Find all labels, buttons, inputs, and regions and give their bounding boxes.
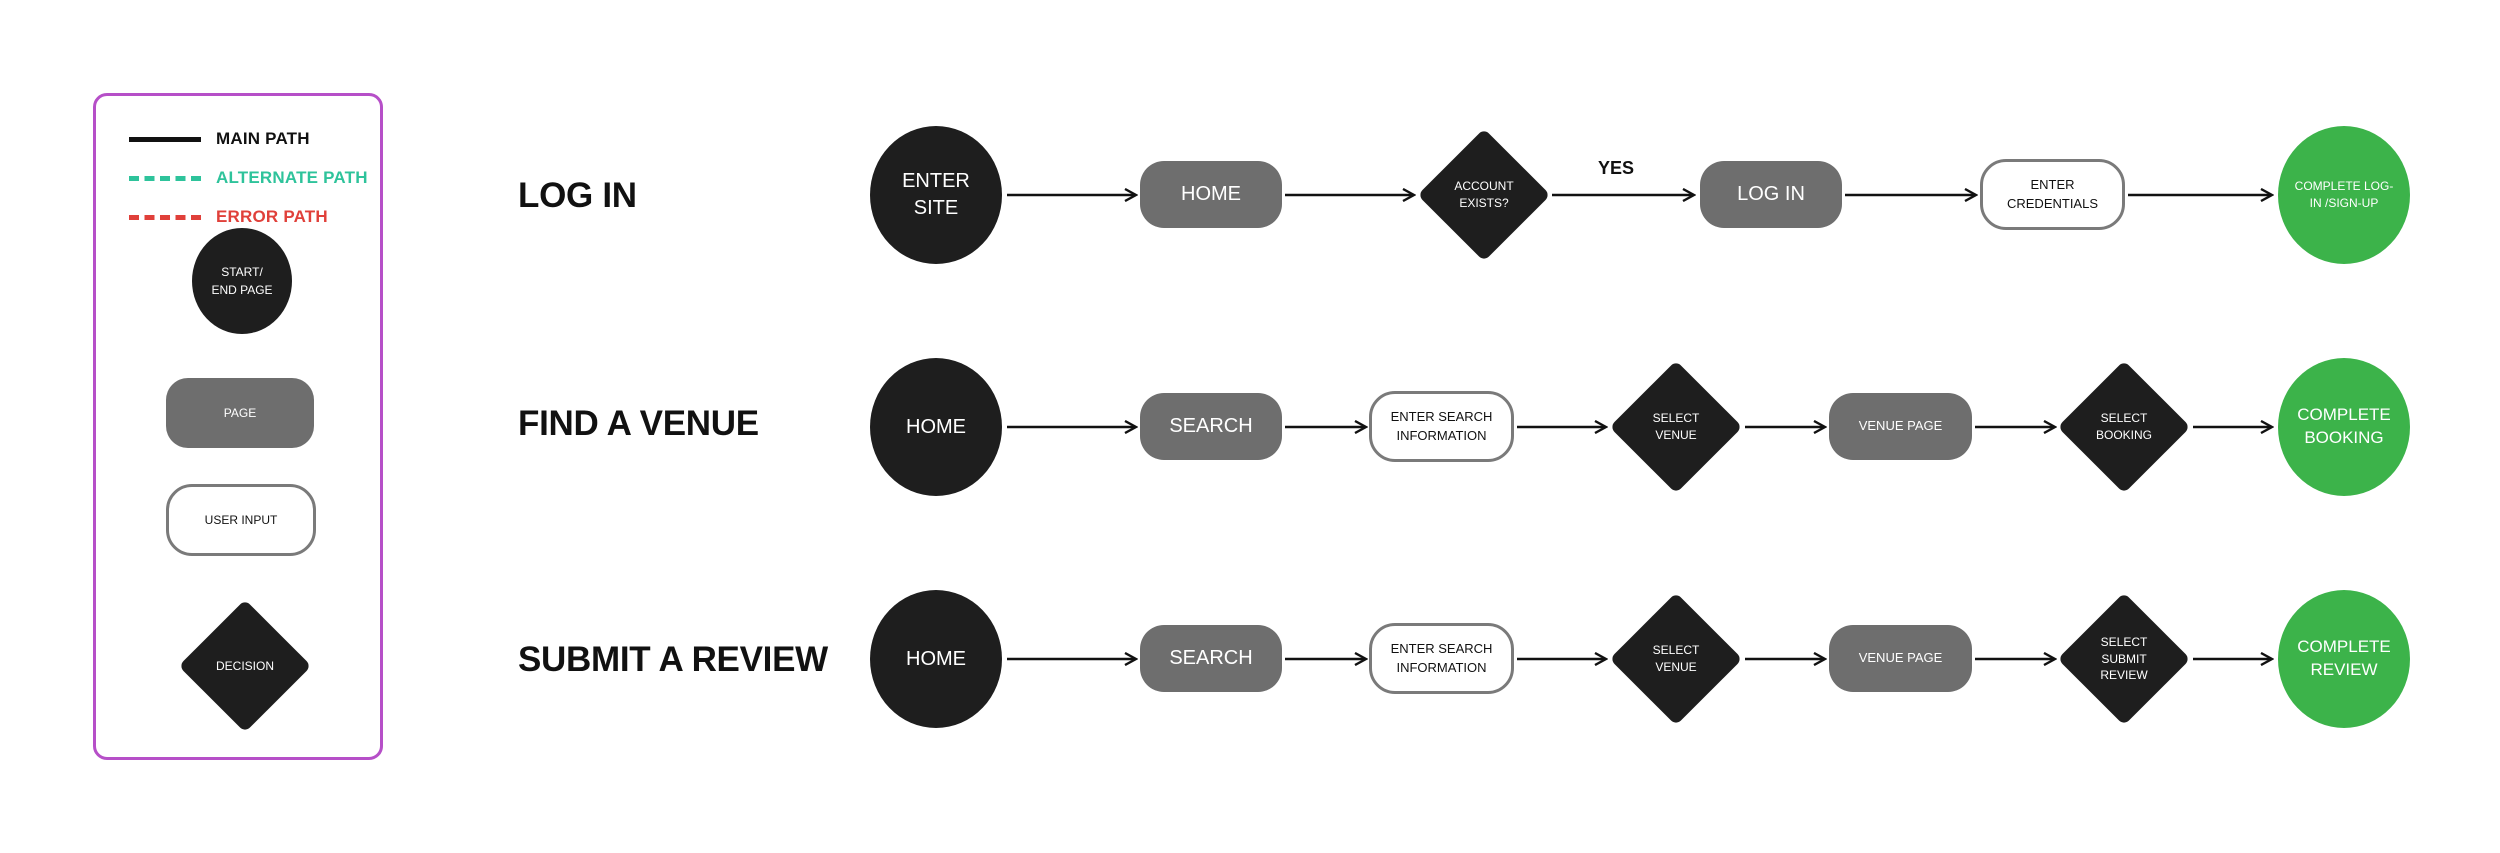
venue-select-booking-node: SELECT BOOKING xyxy=(2057,357,2191,497)
venue-select-booking-label: SELECT BOOKING xyxy=(2095,411,2152,442)
venue-enter-search-label: ENTER SEARCH INFORMATION xyxy=(1390,409,1493,443)
login-enter-site-label: ENTER SITE xyxy=(902,170,970,219)
login-enter-credentials-label: ENTER CREDENTIALS xyxy=(2006,177,2099,211)
review-home-label: HOME xyxy=(906,647,966,670)
login-yes-label: YES xyxy=(1598,158,1635,178)
review-home-node: HOME xyxy=(870,590,1002,728)
login-enter-site-node: ENTER SITE xyxy=(870,126,1002,264)
venue-venue-page-label: VENUE PAGE xyxy=(1858,418,1943,434)
legend-error-path-label: ERROR PATH xyxy=(216,207,328,226)
legend-panel: MAIN PATH ALTERNATE PATH ERROR PATH STAR… xyxy=(93,93,383,760)
legend-decision-shape: DECISION xyxy=(178,587,312,745)
venue-select-venue-label: SELECT VENUE xyxy=(1652,411,1700,442)
venue-home-label: HOME xyxy=(906,415,966,438)
legend-decision-label: DECISION xyxy=(215,658,274,673)
legend-user-input-shape: USER INPUT xyxy=(166,484,316,556)
review-venue-page-label: VENUE PAGE xyxy=(1858,650,1943,666)
legend-main-path: MAIN PATH xyxy=(129,126,310,152)
login-complete-label: COMPLETE LOG- IN /SIGN-UP xyxy=(2294,179,2394,210)
flow-title-submit-a-review: SUBMIT A REVIEW xyxy=(518,640,828,679)
review-complete-label: COMPLETE REVIEW xyxy=(2297,637,2391,679)
review-select-venue-label: SELECT VENUE xyxy=(1652,643,1700,674)
legend-alternate-path: ALTERNATE PATH xyxy=(129,165,368,191)
legend-alternate-path-label: ALTERNATE PATH xyxy=(216,168,368,187)
review-search-node: SEARCH xyxy=(1140,625,1282,692)
main-path-line xyxy=(129,136,201,142)
login-home-node: HOME xyxy=(1140,161,1282,228)
venue-search-label: SEARCH xyxy=(1169,415,1253,437)
review-enter-search-node: ENTER SEARCH INFORMATION xyxy=(1369,623,1514,694)
venue-home-node: HOME xyxy=(870,358,1002,496)
login-complete-node: COMPLETE LOG- IN /SIGN-UP xyxy=(2278,126,2410,264)
login-enter-credentials-node: ENTER CREDENTIALS xyxy=(1980,159,2125,230)
review-venue-page-node: VENUE PAGE xyxy=(1829,625,1972,692)
legend-start-end-shape: START/ END PAGE xyxy=(192,228,292,334)
venue-complete-node: COMPLETE BOOKING xyxy=(2278,358,2410,496)
login-home-label: HOME xyxy=(1181,183,1241,205)
legend-start-end-label: START/ END PAGE xyxy=(211,265,273,297)
legend-page-label: PAGE xyxy=(223,406,257,420)
login-log-in-label: LOG IN xyxy=(1737,183,1805,205)
review-enter-search-label: ENTER SEARCH INFORMATION xyxy=(1390,641,1493,675)
venue-select-venue-node: SELECT VENUE xyxy=(1609,357,1743,497)
venue-venue-page-node: VENUE PAGE xyxy=(1829,393,1972,460)
error-path-line xyxy=(129,214,201,220)
venue-enter-search-node: ENTER SEARCH INFORMATION xyxy=(1369,391,1514,462)
review-select-submit-review-label: SELECT SUBMIT REVIEW xyxy=(2100,634,2148,683)
review-complete-node: COMPLETE REVIEW xyxy=(2278,590,2410,728)
flow-title-find-a-venue: FIND A VENUE xyxy=(518,404,759,443)
login-log-in-node: LOG IN xyxy=(1700,161,1842,228)
venue-search-node: SEARCH xyxy=(1140,393,1282,460)
venue-complete-label: COMPLETE BOOKING xyxy=(2297,405,2391,447)
legend-main-path-label: MAIN PATH xyxy=(216,129,310,148)
alternate-path-line xyxy=(129,175,201,181)
review-select-submit-review-node: SELECT SUBMIT REVIEW xyxy=(2057,589,2191,729)
login-account-exists-node: ACCOUNT EXISTS? xyxy=(1417,125,1551,265)
legend-user-input-label: USER INPUT xyxy=(204,513,278,527)
flow-title-log-in: LOG IN xyxy=(518,176,637,215)
review-search-label: SEARCH xyxy=(1169,647,1253,669)
legend-error-path: ERROR PATH xyxy=(129,204,328,230)
legend-page-shape: PAGE xyxy=(166,378,314,448)
login-account-exists-label: ACCOUNT EXISTS? xyxy=(1454,179,1514,210)
review-select-venue-node: SELECT VENUE xyxy=(1609,589,1743,729)
